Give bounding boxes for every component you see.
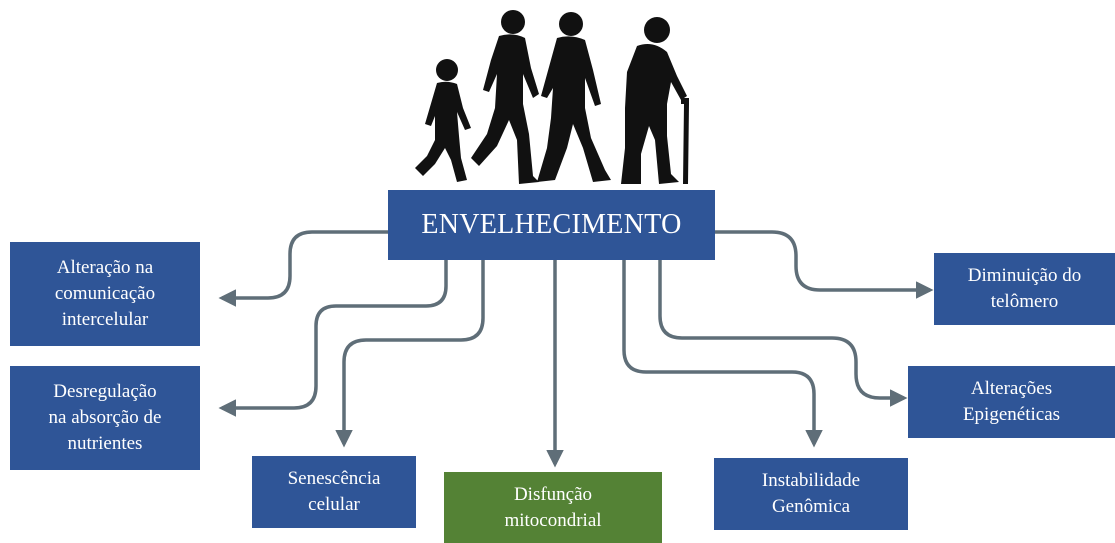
central-node-envelhecimento: ENVELHECIMENTO (388, 190, 715, 260)
box-desregulacao-nutrientes-label: Desregulação na absorção de nutrientes (48, 381, 162, 454)
central-node-label: ENVELHECIMENTO (421, 209, 682, 240)
arrow-to-telomero (715, 230, 934, 299)
young-adult-silhouette-icon (471, 10, 539, 185)
arrow-to-epigeneticas (658, 260, 908, 407)
box-diminuicao-telomero-label: Diminuição do telômero (967, 265, 1082, 312)
child-silhouette-icon (415, 59, 471, 182)
arrow-to-senescencia (335, 260, 485, 448)
box-disfuncao-mitocondrial: Disfunção mitocondrial (444, 472, 662, 543)
box-alteracoes-epigeneticas-label: Alterações Epigenéticas (962, 378, 1061, 425)
cane-icon (681, 98, 689, 184)
arrow-to-comunicacao (218, 230, 388, 307)
box-diminuicao-telomero: Diminuição do telômero (934, 253, 1115, 325)
box-alteracoes-epigeneticas: Alterações Epigenéticas (908, 366, 1115, 438)
box-instabilidade-genomica-label: Instabilidade Genômica (761, 470, 861, 517)
box-alteracao-comunicacao: Alteração na comunicação intercelular (10, 242, 200, 346)
arrow-to-nutrientes (218, 260, 448, 417)
box-alteracao-comunicacao-label: Alteração na comunicação intercelular (54, 257, 156, 330)
adult-silhouette-icon (537, 12, 611, 183)
box-instabilidade-genomica: Instabilidade Genômica (714, 458, 908, 530)
elder-silhouette-icon (621, 17, 689, 184)
box-senescencia-celular: Senescência celular (252, 456, 416, 528)
box-disfuncao-mitocondrial-label: Disfunção mitocondrial (504, 483, 602, 531)
ageing-silhouettes-icon (415, 10, 689, 185)
arrow-to-genomica (622, 260, 823, 448)
box-senescencia-celular-label: Senescência celular (287, 468, 381, 515)
box-desregulacao-nutrientes: Desregulação na absorção de nutrientes (10, 366, 200, 470)
